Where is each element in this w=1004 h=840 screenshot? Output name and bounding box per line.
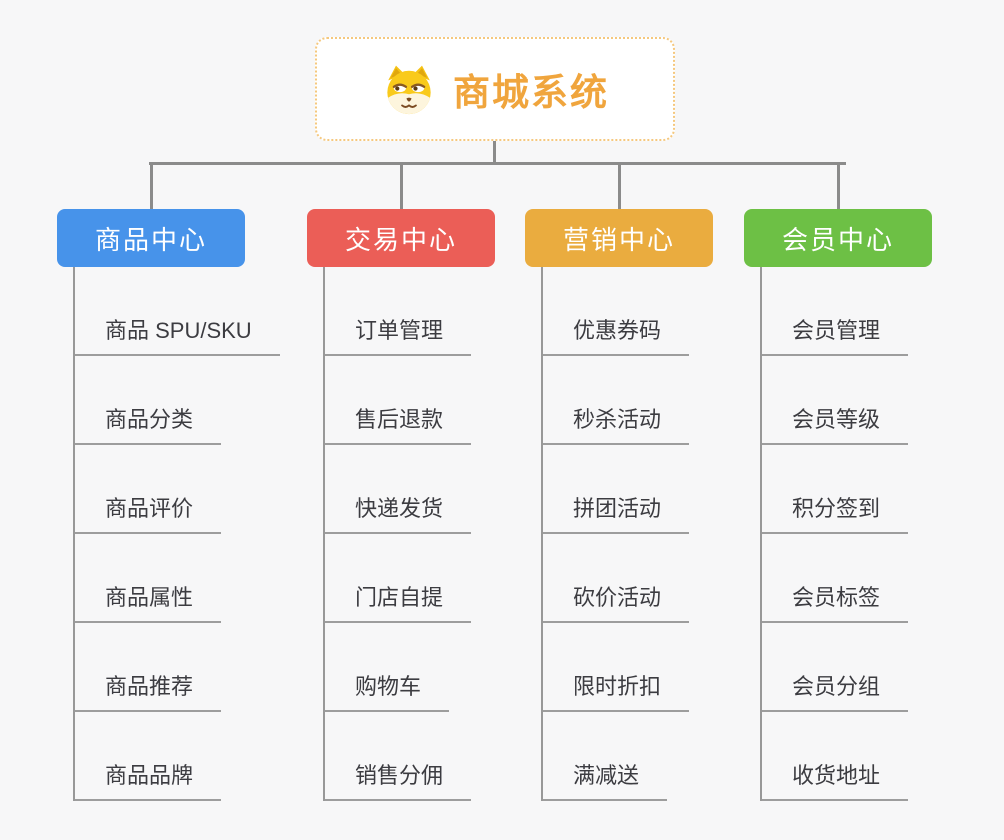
- leaf-label: 会员管理: [792, 318, 881, 343]
- branch-node[interactable]: 会员中心: [744, 209, 932, 267]
- leaf-label: 销售分佣: [355, 763, 444, 788]
- leaf-label: 砍价活动: [573, 585, 662, 610]
- connector-main-horizontal: [149, 162, 846, 165]
- leaf-node[interactable]: 满减送: [543, 712, 668, 801]
- leaf-label: 售后退款: [355, 407, 444, 432]
- leaf-node[interactable]: 商品评价: [75, 445, 222, 534]
- leaf-label: 会员等级: [792, 407, 881, 432]
- leaf-node[interactable]: 商品分类: [75, 356, 222, 445]
- leaf-node[interactable]: 商品 SPU/SKU: [75, 267, 280, 356]
- branch-label: 会员中心: [781, 224, 894, 255]
- branch-label: 交易中心: [344, 224, 457, 255]
- leaf-column: 会员管理会员等级积分签到会员标签会员分组收货地址: [760, 267, 909, 801]
- leaf-node[interactable]: 会员标签: [762, 534, 909, 623]
- leaf-node[interactable]: 会员管理: [762, 267, 909, 356]
- leaf-node[interactable]: 销售分佣: [325, 712, 472, 801]
- leaf-label: 会员标签: [792, 585, 881, 610]
- connector-branch-drop: [149, 162, 153, 209]
- leaf-label: 限时折扣: [573, 674, 662, 699]
- leaf-label: 商品分类: [105, 407, 194, 432]
- leaf-label: 门店自提: [355, 585, 444, 610]
- leaf-label: 商品评价: [105, 496, 194, 521]
- connector-branch-drop: [836, 162, 840, 209]
- leaf-node[interactable]: 秒杀活动: [543, 356, 690, 445]
- branch-node[interactable]: 营销中心: [525, 209, 713, 267]
- leaf-node[interactable]: 砍价活动: [543, 534, 690, 623]
- dog-face-icon: [387, 65, 431, 115]
- leaf-column: 优惠券码秒杀活动拼团活动砍价活动限时折扣满减送: [541, 267, 690, 801]
- leaf-node[interactable]: 会员等级: [762, 356, 909, 445]
- leaf-node[interactable]: 商品品牌: [75, 712, 222, 801]
- leaf-node[interactable]: 售后退款: [325, 356, 472, 445]
- leaf-node[interactable]: 优惠券码: [543, 267, 690, 356]
- leaf-label: 优惠券码: [573, 318, 662, 343]
- leaf-node[interactable]: 会员分组: [762, 623, 909, 712]
- leaf-node[interactable]: 拼团活动: [543, 445, 690, 534]
- leaf-node[interactable]: 快递发货: [325, 445, 472, 534]
- leaf-label: 订单管理: [355, 318, 444, 343]
- root-node[interactable]: 商城系统: [315, 37, 675, 141]
- leaf-node[interactable]: 订单管理: [325, 267, 472, 356]
- leaf-node[interactable]: 购物车: [325, 623, 450, 712]
- leaf-node[interactable]: 门店自提: [325, 534, 472, 623]
- leaf-label: 商品属性: [105, 585, 194, 610]
- branch-label: 商品中心: [94, 224, 207, 255]
- connector-branch-drop: [617, 162, 621, 209]
- leaf-node[interactable]: 限时折扣: [543, 623, 690, 712]
- leaf-node[interactable]: 商品属性: [75, 534, 222, 623]
- leaf-label: 积分签到: [792, 496, 881, 521]
- leaf-label: 商品品牌: [105, 763, 194, 788]
- root-title: 商城系统: [453, 72, 609, 113]
- branch-node[interactable]: 交易中心: [307, 209, 495, 267]
- connector-root-vertical: [493, 141, 496, 165]
- leaf-node[interactable]: 商品推荐: [75, 623, 222, 712]
- branch-node[interactable]: 商品中心: [57, 209, 245, 267]
- leaf-column: 商品 SPU/SKU 商品分类商品评价商品属性商品推荐商品品牌: [73, 267, 280, 801]
- leaf-label: 商品 SPU/SKU: [105, 318, 252, 343]
- leaf-column: 订单管理售后退款快递发货门店自提购物车销售分佣: [323, 267, 472, 801]
- connector-branch-drop: [399, 162, 403, 209]
- leaf-node[interactable]: 积分签到: [762, 445, 909, 534]
- leaf-label: 满减送: [573, 763, 640, 788]
- leaf-label: 会员分组: [792, 674, 881, 699]
- leaf-label: 秒杀活动: [573, 407, 662, 432]
- leaf-label: 购物车: [355, 674, 422, 699]
- leaf-label: 商品推荐: [105, 674, 194, 699]
- leaf-label: 拼团活动: [573, 496, 662, 521]
- leaf-node[interactable]: 收货地址: [762, 712, 909, 801]
- leaf-label: 收货地址: [792, 763, 881, 788]
- leaf-label: 快递发货: [355, 496, 444, 521]
- branch-label: 营销中心: [562, 224, 675, 255]
